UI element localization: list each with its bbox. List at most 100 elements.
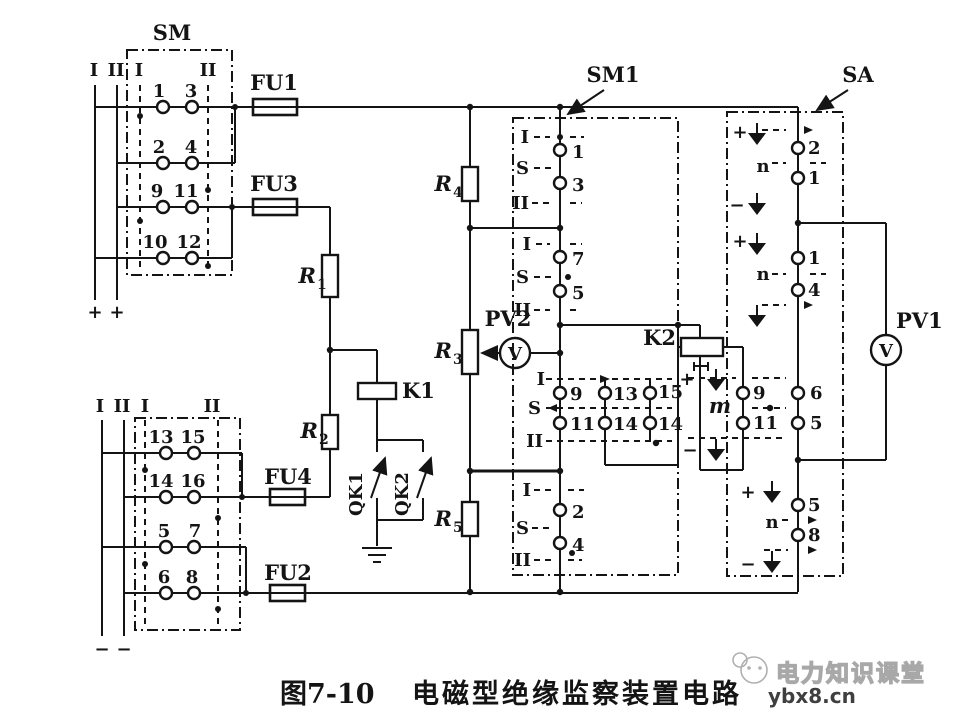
resistor-r4: R 4 bbox=[434, 107, 564, 330]
terminal-label: 9 bbox=[570, 384, 583, 405]
resistor-r1: R 1 bbox=[297, 206, 340, 415]
terminal[interactable] bbox=[597, 415, 613, 431]
terminal[interactable] bbox=[735, 385, 751, 401]
terminal-label: 1 bbox=[572, 142, 585, 163]
sm1-transfer-switch: SM1 I 1 S 3 II I 7 S 5 II I S II bbox=[512, 62, 683, 592]
terminal-label: 3 bbox=[572, 175, 585, 196]
terminal[interactable] bbox=[552, 502, 568, 518]
terminal[interactable] bbox=[158, 539, 174, 555]
terminal[interactable] bbox=[184, 155, 200, 171]
ground-icon bbox=[361, 547, 393, 563]
resistor-r2: R 2 bbox=[300, 346, 340, 498]
pv1-label: PV1 bbox=[896, 308, 943, 333]
sa-n: n bbox=[756, 156, 769, 177]
terminal-label: 5 bbox=[810, 413, 823, 434]
terminal-label: 12 bbox=[176, 232, 201, 253]
sa-contact-icon bbox=[747, 192, 767, 216]
watermark-logo-icon bbox=[732, 652, 768, 684]
terminal[interactable] bbox=[790, 497, 806, 513]
bus-top-polarity-2: + bbox=[109, 302, 124, 323]
terminal[interactable] bbox=[790, 415, 806, 431]
terminal[interactable] bbox=[790, 250, 806, 266]
sa-m-label: m bbox=[709, 393, 731, 418]
terminal-label: 14 bbox=[658, 414, 683, 435]
sm1-row-label: S bbox=[516, 267, 529, 288]
terminal[interactable] bbox=[790, 140, 806, 156]
sm1-row-label: I bbox=[521, 127, 529, 148]
fuse-fu4: FU4 bbox=[264, 464, 312, 507]
terminal[interactable] bbox=[184, 99, 200, 115]
terminal-label: 13 bbox=[613, 384, 638, 405]
terminal[interactable] bbox=[158, 489, 174, 505]
terminal[interactable] bbox=[158, 585, 174, 601]
terminal[interactable] bbox=[642, 415, 658, 431]
sa-contact-icon bbox=[706, 438, 726, 462]
r2-sub: 2 bbox=[319, 432, 329, 448]
watermark: 电力知识课堂 ybx8.cn bbox=[732, 652, 925, 708]
sm1-row-label: S bbox=[516, 518, 529, 539]
terminal-label: 7 bbox=[189, 521, 202, 542]
sm1-row-label: II bbox=[526, 431, 543, 452]
bus-top-label-2: II bbox=[108, 60, 125, 81]
sm-bottom-rail-label-2: II bbox=[204, 396, 221, 417]
terminal-label: 1 bbox=[808, 248, 821, 269]
terminal[interactable] bbox=[552, 175, 568, 191]
terminal[interactable] bbox=[552, 249, 568, 265]
sa-contact-icon bbox=[762, 480, 782, 504]
bus-bottom-polarity-2: − bbox=[116, 639, 131, 660]
terminal[interactable] bbox=[790, 527, 806, 543]
qk1-label: QK1 bbox=[346, 472, 367, 516]
terminal-label: 11 bbox=[570, 414, 595, 435]
terminal[interactable] bbox=[155, 250, 171, 266]
fuse-fu3: FU3 bbox=[250, 171, 299, 217]
terminal[interactable] bbox=[642, 385, 658, 401]
terminal[interactable] bbox=[158, 445, 174, 461]
terminal[interactable] bbox=[186, 585, 202, 601]
terminal[interactable] bbox=[155, 199, 171, 215]
terminal[interactable] bbox=[790, 282, 806, 298]
terminal[interactable] bbox=[186, 445, 202, 461]
bus-bottom-polarity-1: − bbox=[94, 639, 109, 660]
sm1-row-label: S bbox=[516, 158, 529, 179]
terminal[interactable] bbox=[735, 415, 751, 431]
r4-label: R bbox=[434, 171, 452, 196]
terminal[interactable] bbox=[184, 199, 200, 215]
terminal[interactable] bbox=[155, 155, 171, 171]
terminal-label: 11 bbox=[753, 413, 778, 434]
sm-label: SM bbox=[153, 20, 191, 45]
sa-m-group: + − m 9 11 bbox=[679, 368, 786, 462]
sa-n: n bbox=[756, 264, 769, 285]
sm1-row-label: I bbox=[523, 480, 531, 501]
terminal[interactable] bbox=[552, 283, 568, 299]
terminal[interactable] bbox=[790, 385, 806, 401]
sa-plus: + bbox=[679, 369, 694, 390]
sm1-row-label: II bbox=[514, 550, 531, 571]
terminal[interactable] bbox=[155, 99, 171, 115]
terminal[interactable] bbox=[552, 535, 568, 551]
voltmeter-pv2: V PV2 bbox=[466, 306, 564, 475]
terminal[interactable] bbox=[552, 415, 568, 431]
sa-plus: + bbox=[732, 231, 747, 252]
terminal-label: 1 bbox=[153, 81, 166, 102]
sa-label: SA bbox=[842, 62, 874, 87]
terminal[interactable] bbox=[186, 489, 202, 505]
terminal-label: 4 bbox=[808, 280, 821, 301]
terminal-label: 2 bbox=[808, 138, 821, 159]
sm1-row-label: S bbox=[528, 398, 541, 419]
terminal-label: 9 bbox=[753, 383, 766, 404]
r3-sub: 3 bbox=[453, 352, 463, 368]
bus-top-label-1: I bbox=[90, 60, 98, 81]
terminal[interactable] bbox=[184, 250, 200, 266]
terminal[interactable] bbox=[552, 142, 568, 158]
terminal[interactable] bbox=[552, 385, 568, 401]
terminal[interactable] bbox=[186, 539, 202, 555]
k2-contact-mark bbox=[693, 362, 709, 371]
dc-bus-top bbox=[94, 85, 118, 300]
terminal[interactable] bbox=[597, 385, 613, 401]
terminal[interactable] bbox=[790, 170, 806, 186]
fu4-label: FU4 bbox=[264, 464, 312, 489]
terminal-label: 15 bbox=[180, 427, 205, 448]
dc-bus-bottom bbox=[101, 420, 125, 636]
